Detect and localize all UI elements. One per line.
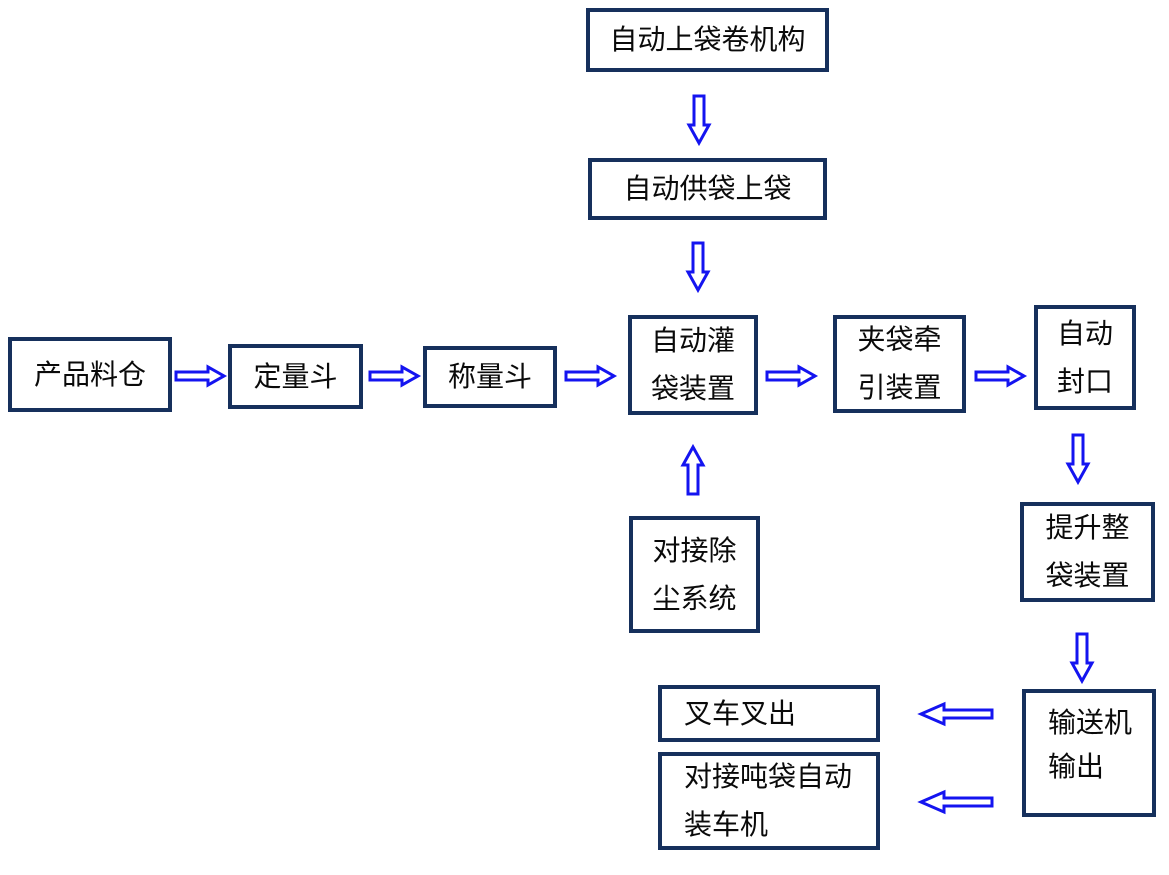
node-label: 提升整 bbox=[1045, 511, 1130, 544]
node-label: 对接除 bbox=[652, 533, 737, 567]
arrow-up-icon-1 bbox=[680, 443, 706, 496]
node-bag-lifting-device: 提升整 袋装置 bbox=[1020, 502, 1155, 602]
node-label: 产品料仓 bbox=[33, 357, 146, 391]
node-label: 对接吨袋自动 bbox=[684, 760, 853, 793]
node-bag-clamp-traction-device: 夹袋牵 引装置 bbox=[833, 315, 966, 413]
arrow-left-icon-2 bbox=[917, 789, 994, 815]
arrow-right-icon-3 bbox=[564, 364, 618, 388]
node-weighing-hopper: 称量斗 bbox=[423, 346, 557, 408]
arrow-down-icon-4 bbox=[1069, 632, 1095, 685]
node-auto-bag-roll-mechanism: 自动上袋卷机构 bbox=[586, 8, 829, 72]
node-label: 自动上袋卷机构 bbox=[609, 23, 806, 56]
node-auto-bag-feed: 自动供袋上袋 bbox=[588, 158, 827, 220]
arrow-down-icon-3 bbox=[1065, 433, 1091, 486]
node-label: 封口 bbox=[1056, 364, 1113, 398]
node-label: 夹袋牵 bbox=[857, 323, 942, 356]
arrow-down-icon-2 bbox=[685, 241, 711, 294]
arrow-right-icon-2 bbox=[368, 364, 422, 388]
node-forklift-out: 叉车叉出 bbox=[658, 685, 880, 742]
node-label: 输出 bbox=[1048, 750, 1105, 783]
node-label: 自动 bbox=[1056, 316, 1113, 350]
node-ton-bag-truck-loader: 对接吨袋自动 装车机 bbox=[658, 752, 880, 850]
node-label: 袋装置 bbox=[650, 372, 735, 405]
arrow-down-icon-1 bbox=[686, 94, 712, 147]
node-conveyor-output: 输送机 输出 bbox=[1022, 689, 1156, 817]
node-label: 称量斗 bbox=[447, 360, 532, 393]
arrow-right-icon-1 bbox=[174, 364, 228, 388]
node-label: 袋装置 bbox=[1045, 559, 1130, 592]
arrow-right-icon-5 bbox=[974, 364, 1028, 388]
node-label: 装车机 bbox=[684, 808, 769, 841]
node-label: 输送机 bbox=[1048, 706, 1133, 739]
arrow-right-icon-4 bbox=[765, 364, 819, 388]
node-label: 定量斗 bbox=[253, 359, 338, 393]
arrow-left-icon-1 bbox=[917, 701, 994, 727]
node-dust-removal-system: 对接除 尘系统 bbox=[629, 516, 760, 633]
node-label: 自动供袋上袋 bbox=[623, 172, 792, 205]
node-label: 自动灌 bbox=[650, 324, 735, 357]
node-label: 叉车叉出 bbox=[684, 696, 797, 730]
node-label: 引装置 bbox=[857, 371, 942, 404]
node-auto-filling-device: 自动灌 袋装置 bbox=[628, 315, 758, 415]
node-product-silo: 产品料仓 bbox=[8, 337, 172, 412]
node-auto-sealing: 自动 封口 bbox=[1034, 305, 1136, 410]
node-dosing-hopper: 定量斗 bbox=[228, 344, 363, 409]
node-label: 尘系统 bbox=[652, 581, 737, 615]
